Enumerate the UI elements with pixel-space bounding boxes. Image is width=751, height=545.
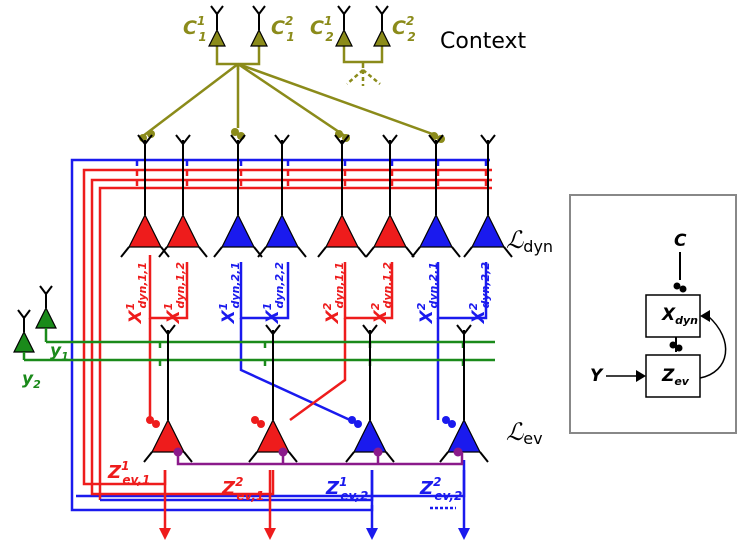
dyn-neuron-4 xyxy=(257,134,307,258)
inset-c-label: C xyxy=(674,231,687,251)
label-x-2: X1dyn,1,2 xyxy=(162,262,187,325)
dyn-layer xyxy=(120,134,513,258)
ev-synapse xyxy=(442,416,450,424)
dyn-neuron-5 xyxy=(317,134,367,258)
label-x-1: X1dyn,1,1 xyxy=(124,262,149,324)
ev-neuron-3 xyxy=(345,324,395,463)
layer-ev-label: ℒev xyxy=(506,418,543,448)
y1-neuron xyxy=(35,306,57,329)
ev-neuron-2 xyxy=(248,324,298,463)
inset-z-box xyxy=(645,354,701,398)
ev-neuron-4 xyxy=(439,324,489,463)
context-neuron-c12 xyxy=(250,28,268,47)
ev-synapse xyxy=(152,420,160,428)
inset-x-label: Xdyn xyxy=(661,305,698,327)
lateral-inhibition xyxy=(176,452,464,466)
label-x-3: X1dyn,2,1 xyxy=(217,262,242,324)
dyn-neuron-6 xyxy=(365,134,415,258)
label-y2: y2 xyxy=(22,369,41,391)
y2-neuron xyxy=(13,330,35,353)
context-title: Context xyxy=(440,29,527,54)
loop-taps xyxy=(135,160,488,186)
dyn-neuron-1 xyxy=(120,134,170,258)
context-group xyxy=(142,46,439,138)
inset-z-label: Zev xyxy=(661,366,690,388)
dyn-neuron-7 xyxy=(411,134,461,258)
context-neuron-c21 xyxy=(335,28,353,47)
ev-synapse xyxy=(348,416,356,424)
y-input-lines xyxy=(24,340,495,366)
lateral-synapses xyxy=(173,447,463,457)
ev-synapse xyxy=(354,420,362,428)
dyn-neuron-8 xyxy=(463,134,513,258)
label-x-6: X2dyn,1,2 xyxy=(369,262,394,325)
dyn-neuron-3 xyxy=(213,134,263,258)
label-x-8: X2dyn,2,2 xyxy=(467,262,492,325)
y-neurons xyxy=(13,285,57,360)
ev-synapse xyxy=(251,416,259,424)
output-arrowheads xyxy=(159,528,470,540)
outputs xyxy=(163,470,466,532)
context-neuron-c22 xyxy=(373,28,391,47)
dyn-neuron-2 xyxy=(158,134,208,258)
context-neuron-c11 xyxy=(208,28,226,47)
label-x-5: X2dyn,1,1 xyxy=(321,262,346,324)
layer-dyn-label: ℒdyn xyxy=(506,226,553,256)
label-x-4: X1dyn,2,2 xyxy=(261,262,286,325)
ev-layer xyxy=(143,324,489,463)
dyn-to-ev-projections xyxy=(148,255,488,422)
inset-y-label: Y xyxy=(590,366,604,386)
ev-neuron-1 xyxy=(143,324,193,463)
inset-diagram: C Xdyn Zev Y xyxy=(569,194,737,434)
ev-synapse xyxy=(448,420,456,428)
ev-synapse xyxy=(146,416,154,424)
context-neurons xyxy=(208,28,391,47)
inset-x-box xyxy=(645,294,701,338)
label-x-7: X2dyn,2,1 xyxy=(415,262,440,324)
label-y1: y1 xyxy=(50,341,69,363)
dyn-labels: X1dyn,1,1 X1dyn,1,2 X1dyn,2,1 X1dyn,2,2 X2dy… xyxy=(124,262,492,325)
context-dendrites xyxy=(210,5,389,30)
ev-synapse xyxy=(257,420,265,428)
